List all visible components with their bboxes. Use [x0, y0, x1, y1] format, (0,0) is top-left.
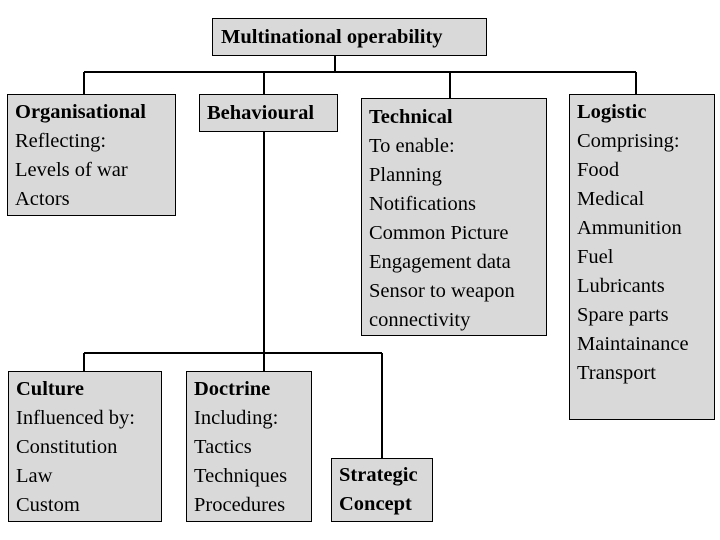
node-line: Lubricants: [577, 275, 665, 297]
node-line: Comprising:: [577, 130, 680, 152]
node-title: Culture: [16, 378, 84, 400]
node-title: Technical: [369, 106, 453, 128]
node-line: Levels of war: [15, 159, 128, 181]
node-line: Medical: [577, 188, 645, 210]
node-technical: Technical To enable: Planning Notificati…: [361, 98, 547, 336]
node-line: Transport: [577, 362, 656, 384]
node-title: Strategic: [339, 464, 418, 486]
node-title: Concept: [339, 493, 412, 515]
node-line: connectivity: [369, 309, 471, 331]
node-logistic: Logistic Comprising: Food Medical Ammuni…: [569, 94, 715, 420]
node-line: To enable:: [369, 135, 455, 157]
node-title: Multinational operability: [221, 26, 443, 48]
node-line: Including:: [194, 407, 279, 429]
node-doctrine: Doctrine Including: Tactics Techniques P…: [186, 371, 312, 522]
node-line: Maintainance: [577, 333, 689, 355]
node-line: Ammunition: [577, 217, 682, 239]
node-line: Techniques: [194, 465, 288, 487]
node-organisational: Organisational Reflecting: Levels of war…: [7, 94, 176, 216]
node-multinational-operability: Multinational operability: [212, 18, 487, 56]
node-behavioural: Behavioural: [199, 94, 338, 132]
node-strategic-concept: Strategic Concept: [331, 458, 433, 522]
node-title: Organisational: [15, 101, 146, 123]
node-title: Logistic: [577, 101, 647, 123]
node-line: Sensor to weapon: [369, 280, 515, 302]
node-line: Procedures: [194, 494, 286, 516]
node-line: Fuel: [577, 246, 614, 268]
node-line: Law: [16, 465, 53, 487]
node-line: Food: [577, 159, 620, 181]
node-title: Behavioural: [207, 102, 315, 124]
node-culture: Culture Influenced by: Constitution Law …: [8, 371, 162, 522]
node-line: Common Picture: [369, 222, 509, 244]
node-line: Notifications: [369, 193, 477, 215]
node-line: Spare parts: [577, 304, 669, 326]
node-line: Constitution: [16, 436, 118, 458]
node-line: Influenced by:: [16, 407, 135, 429]
node-line: Engagement data: [369, 251, 511, 273]
node-line: Planning: [369, 164, 442, 186]
node-line: Tactics: [194, 436, 252, 458]
node-line: Custom: [16, 494, 80, 516]
node-title: Doctrine: [194, 378, 271, 400]
node-line: Reflecting:: [15, 130, 107, 152]
node-line: Actors: [15, 188, 70, 210]
